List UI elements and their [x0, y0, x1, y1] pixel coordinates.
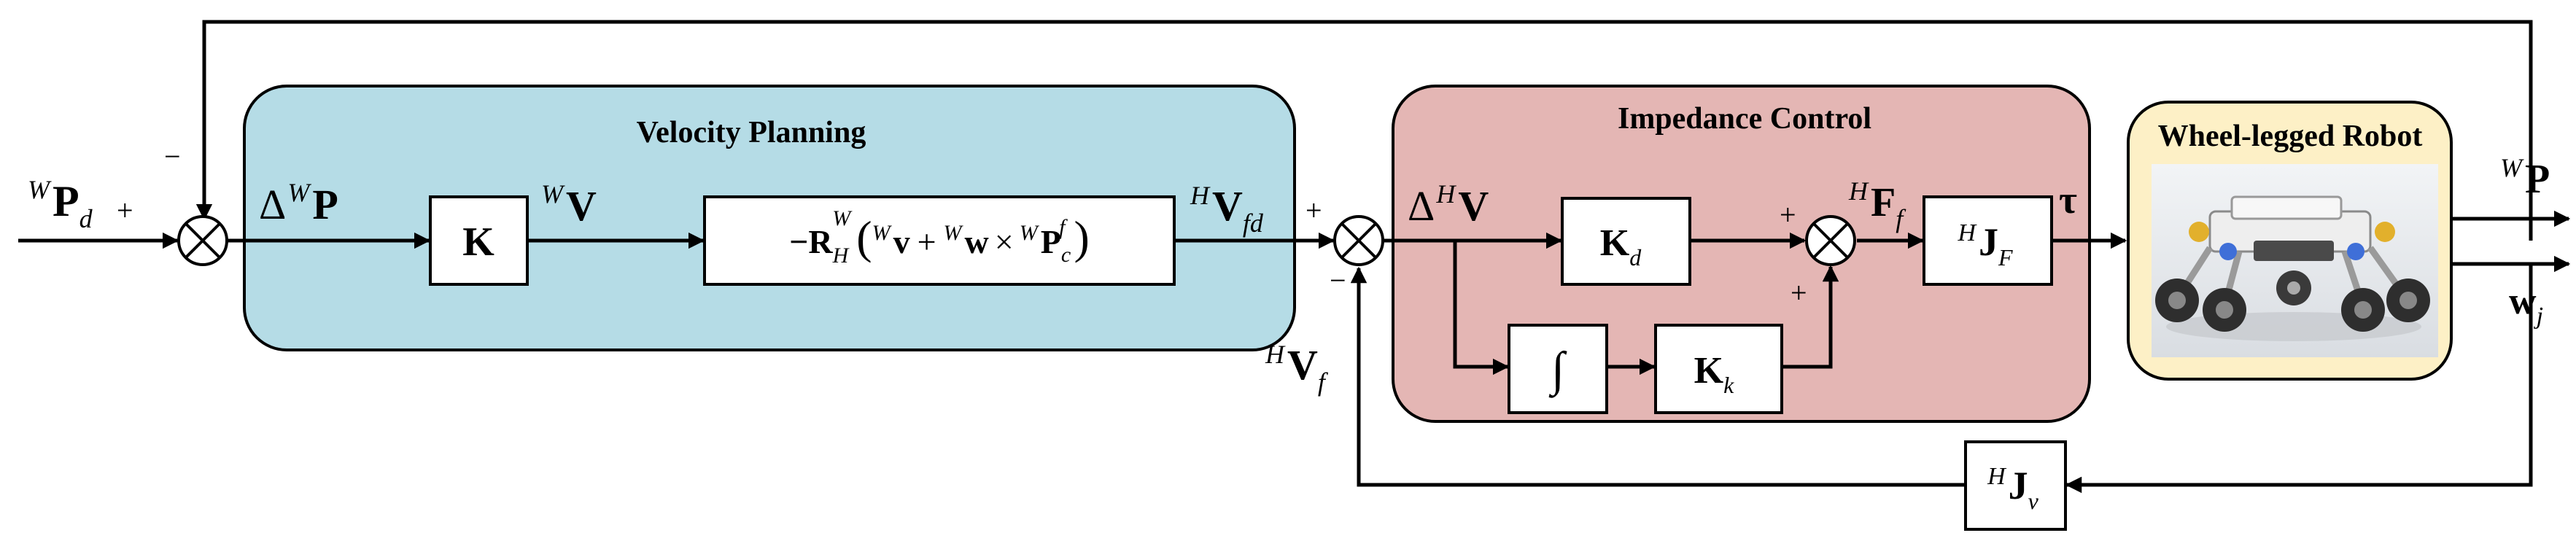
gain-kk-label: Kk — [1694, 350, 1734, 398]
robot-image — [2152, 164, 2438, 357]
sign-sum3-b: + — [1791, 276, 1807, 309]
sum-junction-1 — [177, 215, 228, 266]
integral-block: ∫ — [1508, 324, 1608, 414]
signal-delta-wp: ΔWP — [259, 178, 338, 228]
sign-sum2-fb: − — [1330, 264, 1346, 297]
jacobian-jf-block: HJF — [1923, 195, 2053, 286]
transform-expression: −RHW(Wv+Ww×WPcf) — [789, 206, 1090, 268]
signal-wpd: WPd — [28, 175, 93, 233]
sign-sum3-a: + — [1780, 198, 1796, 231]
jacobian-jv-label: HJv — [1987, 463, 2039, 514]
signal-hvfd: HVfd — [1190, 181, 1264, 238]
sign-sum1-in: + — [117, 194, 133, 227]
jacobian-jf-label: HJF — [1957, 219, 2013, 270]
gain-k-block: K — [429, 195, 529, 286]
robot-title: Wheel-legged Robot — [2158, 120, 2423, 153]
gain-kd-block: Kd — [1561, 197, 1691, 286]
velocity-planning-title: Velocity Planning — [637, 116, 866, 149]
sum-junction-3 — [1805, 215, 1856, 266]
signal-wp-out: WP — [2500, 153, 2550, 202]
signal-delta-hv: ΔHV — [1408, 179, 1489, 230]
wire-top-feedback — [195, 20, 2533, 241]
signal-hvf: HVf — [1265, 340, 1329, 397]
wire-bottom-feedback-in — [2065, 264, 2533, 494]
signal-wires — [18, 20, 2571, 494]
signal-tau: τ — [2059, 178, 2077, 222]
sign-sum1-fb: − — [164, 140, 181, 173]
signal-wv: WV — [541, 179, 597, 230]
transform-block: −RHW(Wv+Ww×WPcf) — [703, 195, 1176, 286]
robot-group: Wheel-legged Robot — [2127, 101, 2453, 381]
impedance-control-title: Impedance Control — [1618, 102, 1871, 136]
signal-hff: HFf — [1848, 176, 1906, 233]
sum-junction-2 — [1333, 215, 1384, 266]
wire-branch-integral — [1453, 241, 1510, 375]
wire-bottom-feedback-out — [1350, 266, 1964, 487]
gain-kk-block: Kk — [1654, 324, 1783, 414]
gain-kd-label: Kd — [1600, 222, 1642, 270]
signal-wj: wj — [2509, 281, 2543, 330]
integral-symbol: ∫ — [1548, 343, 1567, 398]
sign-sum2-in: + — [1306, 194, 1322, 227]
gain-k-label: K — [462, 219, 494, 265]
jacobian-jv-block: HJv — [1964, 440, 2067, 531]
wire-kk-sum3 — [1782, 265, 1839, 369]
